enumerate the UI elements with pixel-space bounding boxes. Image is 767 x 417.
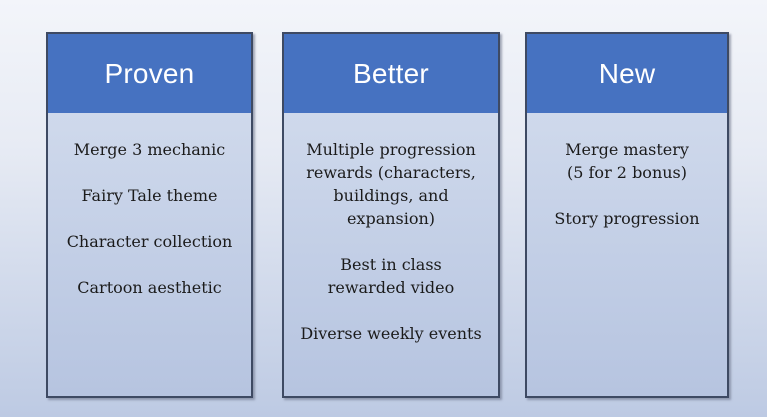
list-item: Multiple progression rewards (characters…: [306, 140, 476, 228]
column-proven: Proven Merge 3 mechanic Fairy Tale theme…: [46, 32, 253, 398]
column-proven-title: Proven: [104, 57, 195, 89]
list-item: Character collection: [66, 232, 233, 251]
column-new: New Merge mastery (5 for 2 bonus) Story …: [525, 32, 729, 398]
column-better: Better Multiple progression rewards (cha…: [282, 32, 500, 398]
column-proven-header: Proven: [48, 34, 251, 113]
column-proven-body: Merge 3 mechanic Fairy Tale theme Charac…: [48, 113, 251, 396]
column-better-body: Multiple progression rewards (characters…: [284, 113, 498, 396]
list-item: Diverse weekly events: [300, 324, 482, 343]
list-item: Best in class rewarded video: [327, 255, 455, 297]
column-new-header: New: [527, 34, 727, 113]
list-item: Fairy Tale theme: [81, 186, 218, 205]
list-item: Story progression: [554, 209, 700, 228]
column-better-header: Better: [284, 34, 498, 113]
list-item: Merge mastery (5 for 2 bonus): [565, 140, 689, 182]
column-better-title: Better: [353, 57, 429, 89]
list-item: Cartoon aesthetic: [77, 278, 222, 297]
column-new-title: New: [598, 57, 656, 89]
list-item: Merge 3 mechanic: [73, 140, 226, 159]
column-new-body: Merge mastery (5 for 2 bonus) Story prog…: [527, 113, 727, 396]
